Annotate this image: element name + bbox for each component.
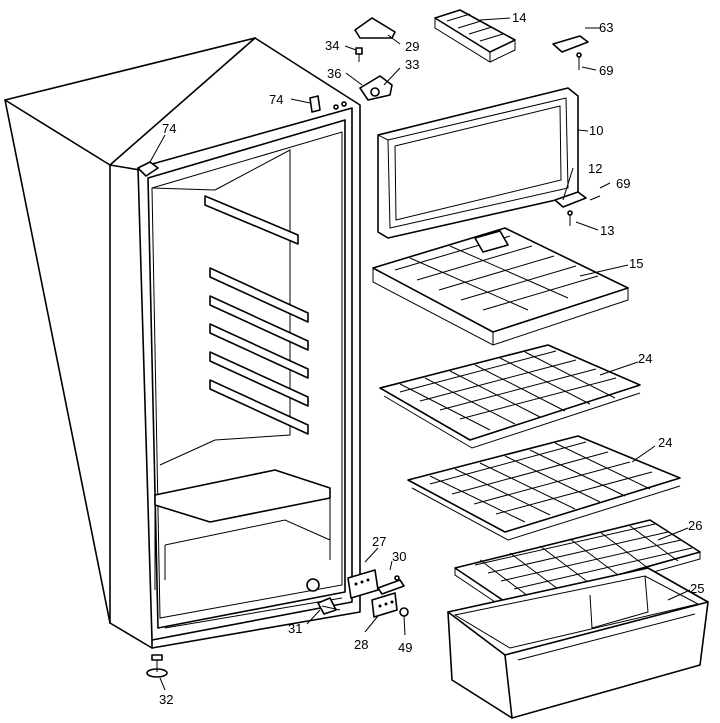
label-63: 63: [599, 20, 613, 35]
label-27: 27: [372, 534, 386, 549]
label-69-mid: 69: [616, 176, 630, 191]
thermostat-housing: [359, 75, 393, 101]
label-31: 31: [288, 621, 302, 636]
leader-lines: [149, 17, 691, 691]
label-24-upper: 24: [638, 351, 652, 366]
label-15: 15: [629, 256, 643, 271]
label-49: 49: [398, 640, 412, 655]
bottom-hinge-bracket: [347, 569, 379, 599]
label-24-lower: 24: [658, 435, 672, 450]
label-32: 32: [159, 692, 173, 707]
hinge-pin-30: [377, 575, 405, 595]
label-74-left: 74: [162, 121, 176, 136]
wire-shelf-lower: [407, 435, 681, 541]
label-25: 25: [690, 581, 704, 596]
wire-shelf-upper: [379, 344, 641, 449]
light-cover: [354, 17, 396, 39]
label-74-right: 74: [269, 92, 283, 107]
label-34: 34: [325, 38, 339, 53]
label-33: 33: [405, 57, 419, 72]
hinge-plate-28: [371, 592, 398, 618]
crisper-drawer: [447, 567, 709, 719]
label-10: 10: [589, 123, 603, 138]
leveling-foot-31: [317, 597, 341, 615]
freezer-door: [377, 87, 579, 239]
crisper-cover: [454, 519, 701, 613]
label-29: 29: [405, 39, 419, 54]
label-14: 14: [512, 10, 526, 25]
refrigerator-cabinet: [4, 37, 361, 649]
leveling-leg-32: [146, 654, 168, 678]
screw-34: [355, 47, 363, 62]
door-hinge-top: [552, 35, 589, 70]
label-30: 30: [392, 549, 406, 564]
label-26: 26: [688, 518, 702, 533]
part-labels: 14 63 34 29 36 33 69 74 74 10 12 69 13 1…: [159, 10, 704, 707]
screw-49: [399, 607, 409, 617]
ice-tray: [434, 9, 516, 63]
label-13: 13: [600, 223, 614, 238]
label-36: 36: [327, 66, 341, 81]
label-12: 12: [588, 161, 602, 176]
freezer-tray: [372, 227, 629, 346]
label-69-top: 69: [599, 63, 613, 78]
door-hinge-12: [554, 191, 601, 208]
screw-13: [567, 210, 573, 226]
label-28: 28: [354, 637, 368, 652]
